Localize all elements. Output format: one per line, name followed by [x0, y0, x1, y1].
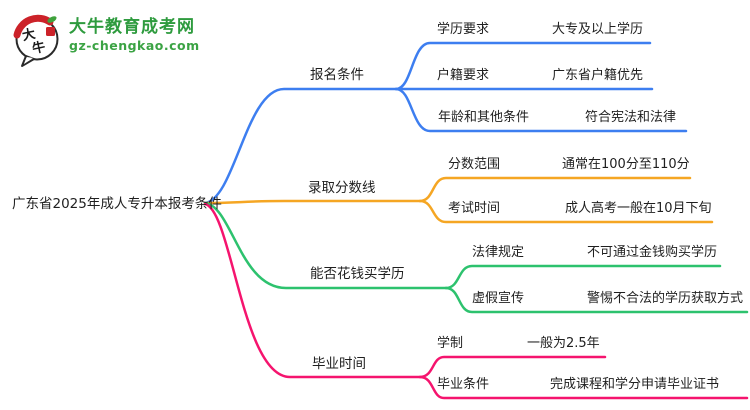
branch-registration-lines	[203, 41, 688, 205]
leaf-label-age-other-conditions: 年龄和其他条件	[438, 110, 530, 125]
site-title: 大牛教育成考网	[69, 17, 195, 37]
branch-node-buy-diploma: 能否花钱买学历	[310, 266, 405, 282]
branch-graduation-lines	[203, 202, 749, 400]
leaf-value-education-requirement: 大专及以上学历	[552, 22, 644, 37]
site-domain: gz-chengkao.com	[69, 38, 200, 54]
daniu-bubble-icon: 大 牛	[13, 14, 59, 67]
site-logo: 大 牛 大牛教育成考网 gz-chengkao.com	[12, 14, 200, 68]
leaf-value-household-requirement: 广东省户籍优先	[552, 68, 644, 83]
site-logo-text: 大牛教育成考网 gz-chengkao.com	[69, 14, 200, 53]
leaf-value-exam-time: 成人高考一般在10月下旬	[565, 201, 712, 216]
branch-buy-diploma-lines	[203, 201, 749, 314]
branch-score-lines	[203, 176, 714, 224]
leaf-value-legal-provision: 不可通过金钱购买学历	[587, 245, 718, 260]
root-node: 广东省2025年成人专升本报考条件	[12, 196, 222, 212]
leaf-label-exam-time: 考试时间	[448, 201, 501, 216]
leaf-value-age-other-conditions: 符合宪法和法律	[585, 110, 677, 125]
leaf-value-score-range: 通常在100分至110分	[562, 157, 690, 172]
leaf-value-study-duration: 一般为2.5年	[527, 336, 600, 351]
leaf-value-false-advertising: 警惕不合法的学历获取方式	[587, 291, 744, 306]
branch-node-registration: 报名条件	[310, 67, 364, 83]
leaf-label-false-advertising: 虚假宣传	[472, 291, 525, 306]
leaf-label-household-requirement: 户籍要求	[437, 68, 490, 83]
svg-text:大: 大	[21, 26, 37, 44]
branch-node-graduation: 毕业时间	[312, 356, 366, 372]
svg-text:牛: 牛	[31, 39, 47, 57]
leaf-label-graduation-conditions: 毕业条件	[437, 377, 490, 392]
leaf-label-legal-provision: 法律规定	[472, 245, 525, 260]
branch-node-score-line: 录取分数线	[308, 180, 376, 196]
leaf-label-study-duration: 学制	[437, 336, 464, 351]
leaf-label-education-requirement: 学历要求	[437, 22, 490, 37]
leaf-value-graduation-conditions: 完成课程和学分申请毕业证书	[550, 377, 720, 392]
leaf-label-score-range: 分数范围	[448, 157, 501, 172]
